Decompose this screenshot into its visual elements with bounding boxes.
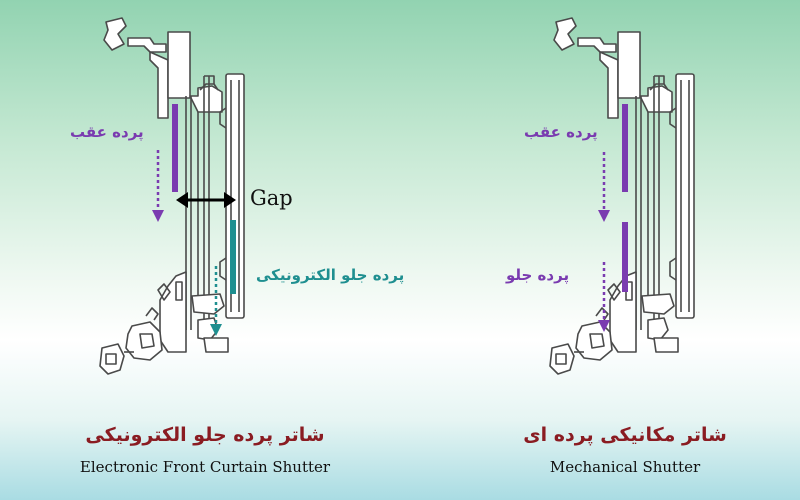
right-rear-curtain-bar (622, 104, 628, 192)
right-caption-fa: شاتر مکانیکی پرده ای (523, 424, 727, 446)
right-front-curtain-label: پرده جلو (506, 266, 570, 284)
left-shutter-mechanism (99, 17, 245, 375)
left-caption-en: Electronic Front Curtain Shutter (79, 458, 331, 476)
left-rear-curtain-bar (172, 104, 178, 192)
gap-label: Gap (250, 186, 293, 210)
right-caption-en: Mechanical Shutter (549, 458, 701, 476)
right-rear-curtain-label: پرده عقب (524, 123, 598, 141)
electronic-front-curtain-label: پرده جلو الکترونیکی (256, 266, 405, 284)
left-electronic-curtain-bar (230, 220, 236, 294)
right-shutter-mechanism (549, 17, 695, 375)
left-caption-fa: شاتر پرده جلو الکترونیکی (85, 424, 325, 446)
left-rear-curtain-label: پرده عقب (70, 123, 144, 141)
right-front-curtain-bar (622, 222, 628, 292)
